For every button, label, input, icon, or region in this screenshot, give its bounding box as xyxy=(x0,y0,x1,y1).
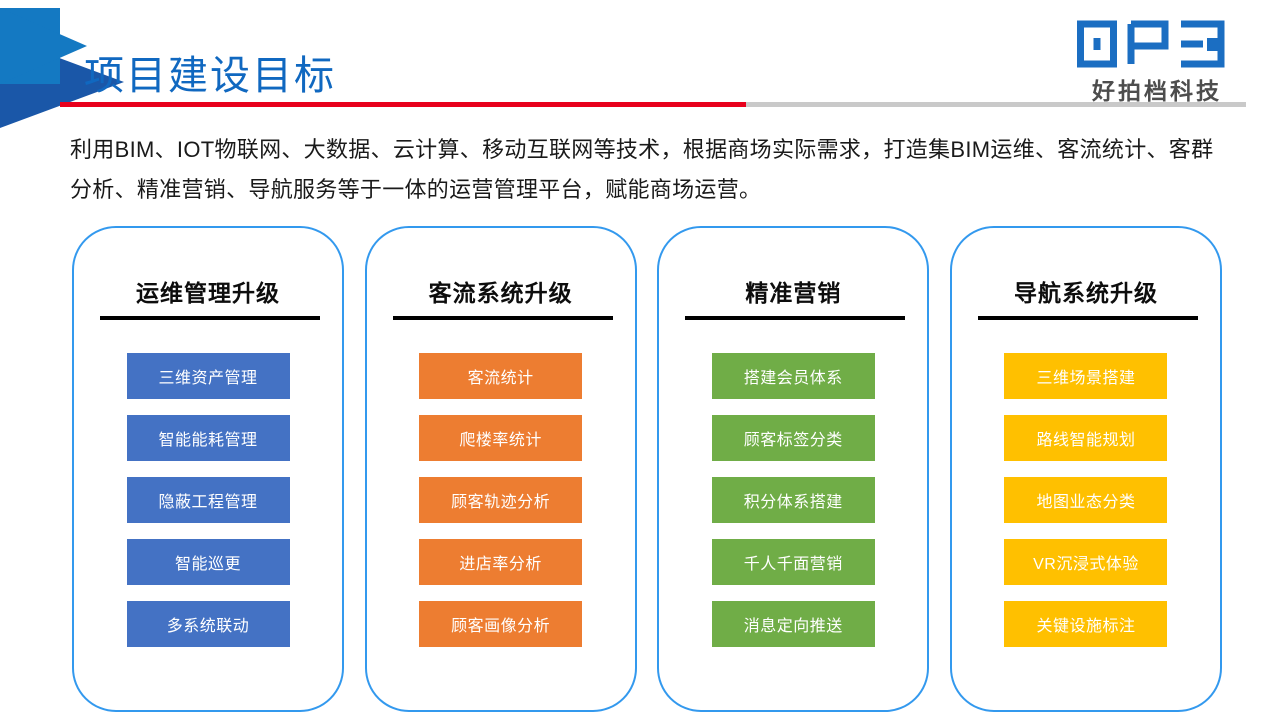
card-item[interactable]: 隐蔽工程管理 xyxy=(126,477,290,523)
goal-card-marketing[interactable]: 精准营销 搭建会员体系 顾客标签分类 积分体系搭建 千人千面营销 消息定向推送 xyxy=(657,226,930,712)
card-item[interactable]: 搭建会员体系 xyxy=(711,353,875,399)
card-item[interactable]: 智能巡更 xyxy=(126,539,290,585)
card-item[interactable]: 三维资产管理 xyxy=(126,353,290,399)
card-item[interactable]: 地图业态分类 xyxy=(1004,477,1168,523)
card-item[interactable]: 客流统计 xyxy=(419,353,583,399)
card-item[interactable]: 顾客轨迹分析 xyxy=(419,477,583,523)
card-item[interactable]: 爬楼率统计 xyxy=(419,415,583,461)
card-title-underline xyxy=(100,316,320,320)
card-title-underline xyxy=(685,316,906,320)
card-title: 运维管理升级 xyxy=(136,280,280,306)
goal-card-navigation[interactable]: 导航系统升级 三维场景搭建 路线智能规划 地图业态分类 VR沉浸式体验 关键设施… xyxy=(949,226,1222,712)
card-item[interactable]: 进店率分析 xyxy=(419,539,583,585)
card-item-list: 客流统计 爬楼率统计 顾客轨迹分析 进店率分析 顾客画像分析 xyxy=(367,353,635,647)
card-item[interactable]: 关键设施标注 xyxy=(1004,601,1168,647)
header-divider-red xyxy=(60,102,746,107)
card-title: 客流系统升级 xyxy=(428,280,573,306)
card-title: 精准营销 xyxy=(745,280,842,306)
card-item[interactable]: VR沉浸式体验 xyxy=(1004,539,1168,585)
header-arrow-light-icon xyxy=(0,8,87,84)
card-title: 导航系统升级 xyxy=(1013,280,1158,306)
goal-card-operations[interactable]: 运维管理升级 三维资产管理 智能能耗管理 隐蔽工程管理 智能巡更 多系统联动 xyxy=(72,226,344,712)
card-item[interactable]: 智能能耗管理 xyxy=(126,415,290,461)
card-item[interactable]: 积分体系搭建 xyxy=(711,477,875,523)
card-item-list: 搭建会员体系 顾客标签分类 积分体系搭建 千人千面营销 消息定向推送 xyxy=(659,353,927,647)
hpd-logo-icon xyxy=(1077,20,1225,68)
card-title-underline xyxy=(392,316,613,320)
goal-card-footfall[interactable]: 客流系统升级 客流统计 爬楼率统计 顾客轨迹分析 进店率分析 顾客画像分析 xyxy=(364,226,637,712)
slide-header: 项目建设目标 好拍档科技 xyxy=(0,0,1280,128)
intro-paragraph: 利用BIM、IOT物联网、大数据、云计算、移动互联网等技术，根据商场实际需求，打… xyxy=(70,137,1214,202)
hpd-logo-square-icon xyxy=(1207,38,1220,51)
card-item[interactable]: 顾客标签分类 xyxy=(711,415,875,461)
card-title-underline xyxy=(977,316,1198,320)
logo-subtitle: 好拍档科技 xyxy=(1092,78,1222,104)
company-logo: 好拍档科技 xyxy=(1068,18,1246,104)
goal-card-grid: 运维管理升级 三维资产管理 智能能耗管理 隐蔽工程管理 智能巡更 多系统联动 客… xyxy=(72,226,1222,712)
card-item-list: 三维场景搭建 路线智能规划 地图业态分类 VR沉浸式体验 关键设施标注 xyxy=(952,353,1220,647)
card-item[interactable]: 三维场景搭建 xyxy=(1004,353,1168,399)
card-item[interactable]: 消息定向推送 xyxy=(711,601,875,647)
card-item[interactable]: 千人千面营销 xyxy=(711,539,875,585)
page-title: 项目建设目标 xyxy=(84,54,336,98)
card-item[interactable]: 多系统联动 xyxy=(126,601,290,647)
card-item-list: 三维资产管理 智能能耗管理 隐蔽工程管理 智能巡更 多系统联动 xyxy=(74,353,342,647)
card-item[interactable]: 路线智能规划 xyxy=(1004,415,1168,461)
card-item[interactable]: 顾客画像分析 xyxy=(419,601,583,647)
